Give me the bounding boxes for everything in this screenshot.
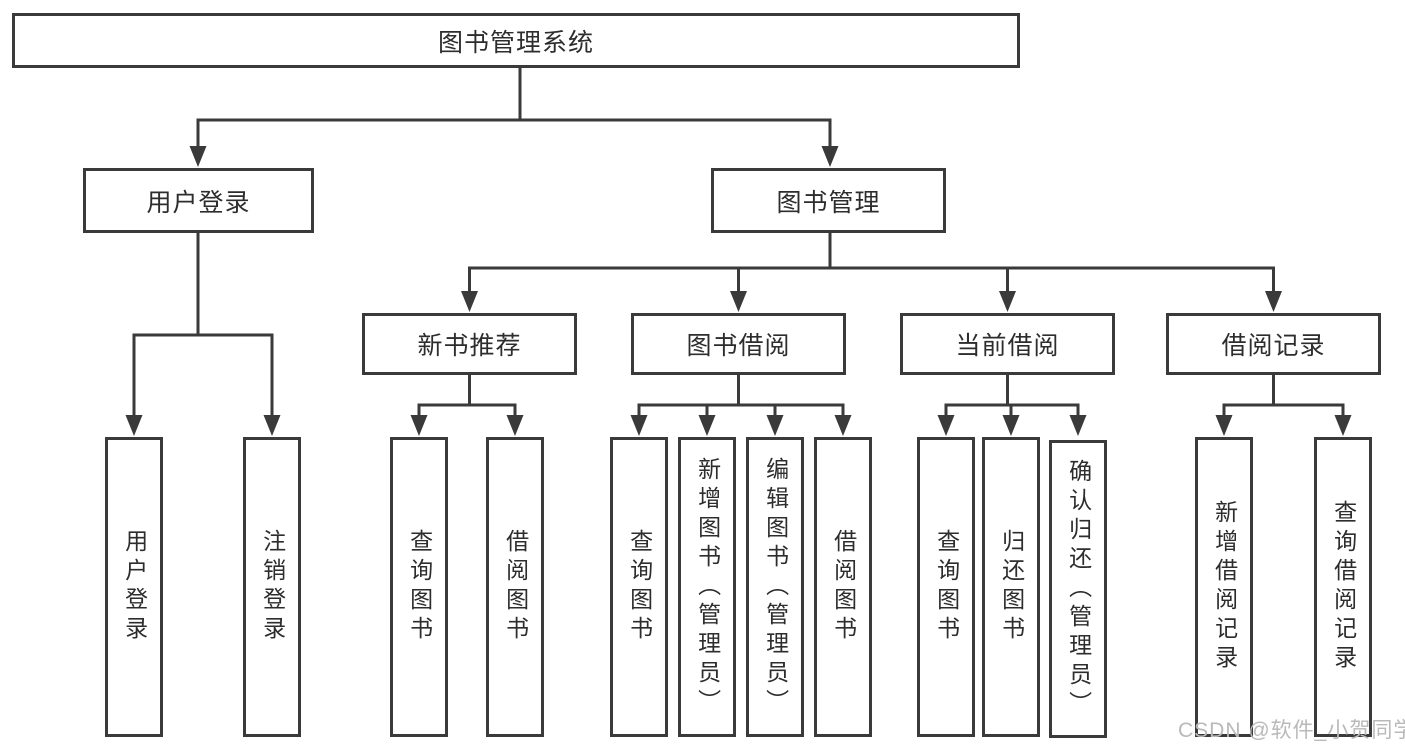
node-label: 当前借阅 (955, 332, 1060, 360)
node-book-management: 图书管理 (711, 168, 946, 233)
node-label: 查询图书 (406, 529, 433, 645)
node-label: 图书借阅 (686, 332, 791, 360)
node-leaf-recommend-query-books: 查询图书 (390, 437, 448, 737)
node-leaf-return-books: 归还图书 (982, 437, 1040, 737)
node-borrowing-records: 借阅记录 (1166, 313, 1381, 375)
node-label: 新增借阅记录 (1211, 500, 1238, 674)
node-label: 确认归还（管理员） (1065, 458, 1092, 720)
node-leaf-recommend-borrow-books: 借阅图书 (486, 437, 544, 737)
node-leaf-current-query-books: 查询图书 (917, 437, 975, 737)
node-new-book-recommend: 新书推荐 (362, 313, 577, 375)
node-leaf-borrowing-borrow-books: 借阅图书 (814, 437, 872, 737)
node-label: 借阅图书 (830, 529, 857, 645)
node-leaf-query-borrow-record: 查询借阅记录 (1314, 437, 1372, 737)
node-label: 用户登录 (121, 529, 148, 645)
csdn-watermark: CSDN @软件_小贺同学 (1178, 719, 1405, 742)
node-leaf-add-borrow-record: 新增借阅记录 (1195, 437, 1253, 737)
node-leaf-edit-books-admin: 编辑图书（管理员） (746, 437, 804, 737)
node-label: 新书推荐 (417, 332, 522, 360)
node-user-login: 用户登录 (83, 168, 314, 233)
node-label: 图书管理系统 (437, 28, 594, 57)
node-book-borrowing: 图书借阅 (631, 313, 846, 375)
node-leaf-add-books-admin: 新增图书（管理员） (678, 437, 736, 737)
node-label: 新增图书（管理员） (694, 456, 721, 718)
node-leaf-user-login: 用户登录 (105, 437, 163, 737)
node-label: 注销登录 (259, 529, 286, 645)
node-leaf-logout: 注销登录 (243, 437, 301, 737)
node-leaf-borrowing-query-books: 查询图书 (610, 437, 668, 737)
node-label: 图书管理 (776, 188, 881, 217)
node-label: 编辑图书（管理员） (762, 456, 789, 718)
node-library-system: 图书管理系统 (12, 13, 1020, 68)
node-label: 借阅图书 (502, 529, 529, 645)
node-current-borrowing: 当前借阅 (900, 313, 1115, 375)
node-label: 查询图书 (626, 529, 653, 645)
node-label: 归还图书 (998, 529, 1025, 645)
node-label: 借阅记录 (1221, 332, 1326, 360)
node-leaf-confirm-return-admin: 确认归还（管理员） (1049, 440, 1107, 738)
node-label: 查询图书 (933, 529, 960, 645)
node-label: 查询借阅记录 (1330, 500, 1357, 674)
node-label: 用户登录 (146, 188, 251, 217)
